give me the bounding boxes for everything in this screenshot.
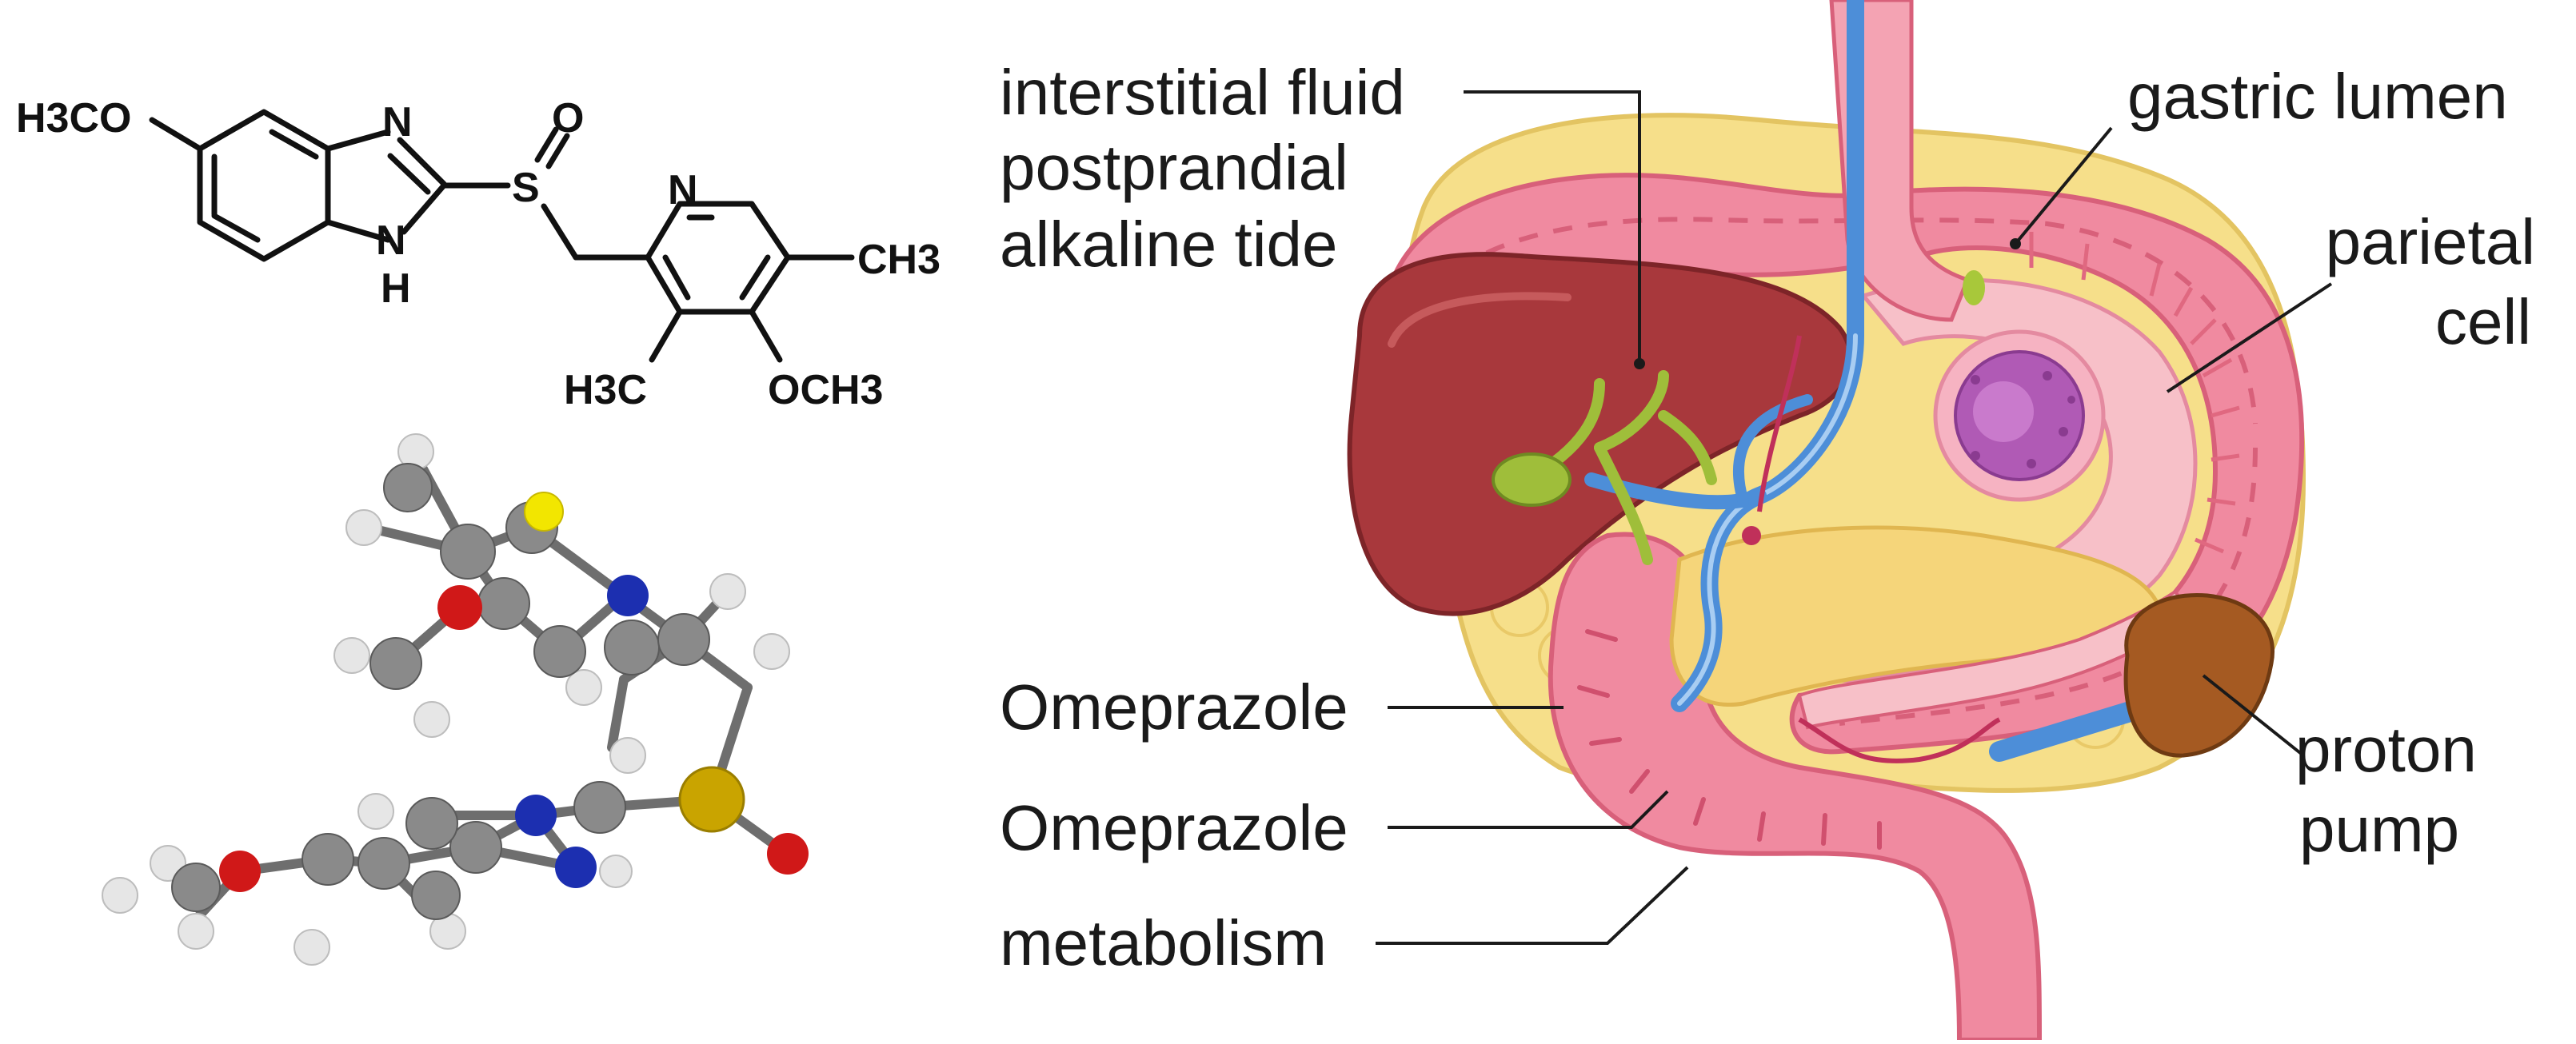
label-interstitial-line3: alkaline tide	[1000, 209, 1338, 280]
double-bond	[211, 213, 261, 243]
leader-lines	[1376, 90, 2333, 945]
text-labels: interstitial fluid postprandial alkaline…	[1000, 57, 2535, 978]
double-bond	[269, 129, 319, 160]
atom-hydrogen: H	[381, 265, 411, 312]
bond	[401, 182, 447, 235]
duodenum-folds	[1577, 629, 1882, 850]
label-parietal-line2: cell	[2435, 286, 2531, 357]
atom-nitrogen-top: N	[382, 99, 413, 145]
sulfur-atom-top	[524, 492, 564, 532]
gastric-gland	[1963, 270, 1985, 305]
bond	[149, 117, 203, 152]
bond	[325, 129, 391, 152]
benzene-ring	[197, 109, 331, 262]
label-proton-line2: pump	[2299, 794, 2459, 865]
proton-pump	[2123, 592, 2274, 758]
stomach-rugae	[2029, 232, 2240, 554]
leader-proton-pump	[2202, 674, 2305, 757]
bond	[534, 126, 559, 163]
leader-gastric-lumen	[2014, 126, 2113, 245]
label-proton-line1: proton	[2295, 714, 2477, 785]
arteries	[1757, 335, 2001, 763]
cell-nucleus	[1973, 381, 2034, 442]
atom-sulfur: S	[512, 165, 540, 211]
atom-methyl-right: CH3	[857, 237, 941, 283]
double-bond	[387, 153, 431, 195]
nitrogen-atom	[515, 795, 557, 836]
double-bond	[739, 254, 771, 301]
atom-nitrogen-h: N	[376, 217, 406, 264]
cell-granules	[1971, 371, 2075, 468]
nitrogen-atom	[607, 575, 649, 616]
label-parietal-line1: parietal	[2326, 206, 2535, 277]
label-gastric-lumen: gastric lumen	[2127, 61, 2508, 132]
bond	[325, 219, 391, 243]
ball-and-stick-model	[102, 433, 809, 966]
bond	[397, 137, 447, 187]
atom-methoxy-left: H3CO	[16, 95, 131, 141]
double-bond	[662, 254, 691, 301]
leader-interstitial	[1464, 90, 1641, 364]
bond	[649, 309, 683, 363]
label-omeprazole-2: Omeprazole	[1000, 792, 1348, 863]
svg-text:H3CO: H3CO	[16, 95, 131, 141]
atom-oxygen: O	[552, 95, 584, 141]
oxygen-atom	[767, 833, 809, 875]
anatomy-illustration	[1347, 0, 2306, 1042]
bond	[541, 203, 579, 261]
liver-highlight	[1388, 292, 1572, 348]
label-interstitial-line1: interstitial fluid	[1000, 57, 1405, 128]
structural-formula: H3CO N N H S O N CH3 H3C OCH3	[16, 95, 941, 413]
nitrogen-atom	[555, 847, 597, 888]
gallbladder	[1492, 452, 1572, 507]
liver	[1347, 252, 1853, 616]
atom-methoxy-bottom: OCH3	[768, 367, 883, 413]
label-omeprazole-1: Omeprazole	[1000, 671, 1348, 743]
double-bond	[545, 133, 570, 169]
vessel-node	[1742, 526, 1761, 545]
oxygen-atom	[219, 851, 261, 892]
atom-pyridine-n: N	[668, 167, 698, 213]
bond	[749, 309, 783, 363]
label-interstitial-line2: postprandial	[1000, 132, 1348, 203]
leader-omeprazole-2	[1388, 790, 1669, 829]
label-metabolism: metabolism	[1000, 907, 1327, 978]
atom-methyl-bottom: H3C	[564, 367, 647, 413]
oxygen-atom	[437, 585, 482, 630]
carbon-atoms	[171, 463, 710, 920]
leader-parietal-cell	[2166, 282, 2333, 393]
leader-metabolism	[1376, 866, 1689, 945]
sulfur-atom	[678, 766, 745, 833]
